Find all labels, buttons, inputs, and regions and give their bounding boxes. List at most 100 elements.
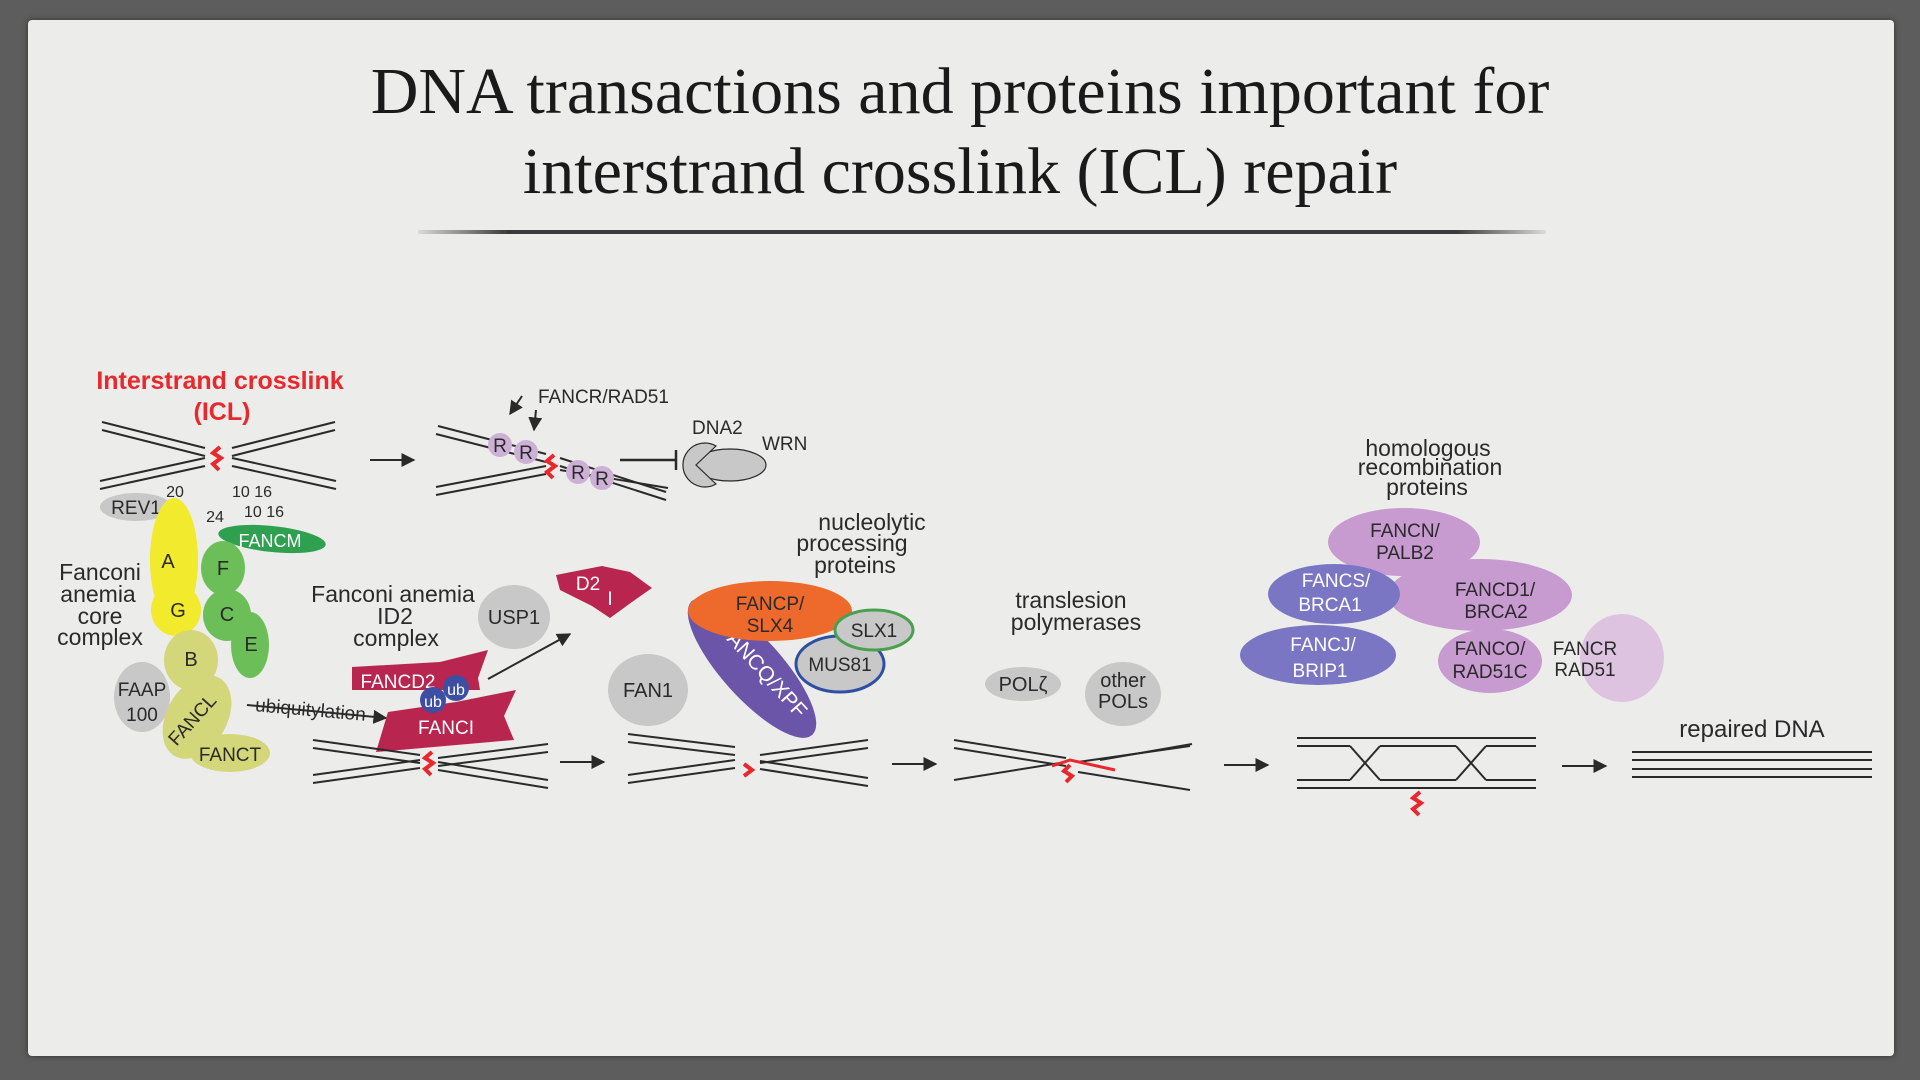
i-label: I: [607, 589, 612, 610]
fancs-line2: BRCA1: [1298, 595, 1361, 616]
polz-protein: [985, 667, 1061, 701]
fancf-protein: [201, 541, 245, 595]
fancr-line1: FANCR: [1553, 639, 1617, 660]
fa-core-label-3: core: [78, 603, 123, 629]
ubiquitylation-arrow: [246, 704, 388, 724]
rad51-r2-label: R: [519, 443, 533, 464]
free-id2-protein: [556, 566, 652, 618]
polz-label: POLζ: [999, 674, 1048, 696]
crosslink-icon: [1060, 763, 1076, 784]
icl-dna: [99, 421, 337, 490]
fancp-slx4-protein: [688, 581, 852, 641]
title-line-1: DNA transactions and proteins important …: [370, 55, 1550, 128]
repaired-dna: [1632, 751, 1872, 778]
fancd1-line1: FANCD1/: [1455, 580, 1536, 601]
fancd2-label: FANCD2: [361, 672, 436, 693]
tls-new-strand: [1051, 758, 1116, 772]
ub-label-2: ub: [424, 694, 442, 711]
fancb-protein: [164, 630, 218, 690]
id2-section: Fanconi anemia ID2 complex FANCD2 FANCI …: [311, 566, 652, 789]
ub-fanci: [420, 687, 446, 713]
icl-label-line1: Interstrand crosslink: [96, 367, 343, 395]
fancd1-line2: BRCA2: [1464, 602, 1527, 623]
icl-section: Interstrand crosslink (ICL): [96, 367, 416, 490]
nucleolytic-label-3: proteins: [814, 552, 896, 578]
fan1-protein: [608, 654, 688, 726]
hr-label-1: homologous: [1365, 435, 1490, 461]
fance-protein: [231, 612, 269, 678]
id2-label-1: Fanconi anemia: [311, 581, 475, 607]
other-pols-protein: [1085, 662, 1161, 726]
dna2-protein: [682, 442, 717, 488]
fancs-line1: FANCS/: [1302, 571, 1371, 592]
crosslink-icon: [543, 453, 559, 480]
rad51-r3-label: R: [571, 463, 585, 484]
rad51-r3: [566, 460, 590, 484]
fa-core-complex: REV1 20 24 10 16 10 16 FANCM A F G C E B…: [57, 484, 388, 772]
d2-label: D2: [576, 574, 600, 595]
title-underline: [418, 230, 1546, 234]
step1-fork: R R R R FANCR/RAD51 DNA2 WRN: [435, 387, 807, 501]
fancd1-brca2-protein: [1388, 559, 1572, 631]
ubiquitylation-label: ubiquitylation: [254, 695, 366, 726]
faap-label-line2: 100: [126, 705, 158, 726]
mhf-label-a: 10 16: [232, 484, 272, 501]
tls-label-2: polymerases: [1011, 609, 1141, 635]
crosslink-icon: [209, 445, 225, 472]
rad51-r4-label: R: [595, 469, 609, 490]
nucleolytic-label-1: nucleolytic: [818, 509, 925, 535]
fancg-label: G: [170, 600, 186, 622]
hr-section: homologous recombination proteins FANCN/…: [1240, 435, 1664, 817]
rad51-r2: [514, 440, 538, 464]
fancn-line1: FANCN/: [1370, 521, 1440, 542]
wrn-label: WRN: [762, 434, 807, 455]
repaired-section: repaired DNA: [1632, 716, 1872, 778]
fanci-protein: [376, 690, 516, 752]
dna2-label: DNA2: [692, 418, 743, 439]
fanci-label: FANCI: [418, 718, 474, 739]
icl-label-line2: (ICL): [194, 398, 251, 426]
rad51-r1: [488, 433, 512, 457]
ub-label-1: ub: [447, 682, 465, 699]
fa-core-label-4: complex: [57, 624, 143, 650]
slx1-protein: [833, 608, 915, 652]
usp1-protein: [478, 585, 550, 649]
fancp-label-line2: SLX4: [747, 616, 794, 637]
fancj-line1: FANCJ/: [1290, 635, 1356, 656]
slx1-label: SLX1: [851, 621, 897, 642]
usp1-label: USP1: [488, 607, 540, 629]
faap20-label: 20: [166, 484, 184, 501]
rad51-r4: [590, 466, 614, 490]
rad51-arrow-2: [528, 409, 543, 432]
fancf-label: F: [217, 558, 229, 580]
fanco-line1: FANCO/: [1455, 639, 1526, 660]
rad51-r1-label: R: [493, 436, 507, 457]
faap-label-line1: FAAP: [118, 680, 167, 701]
deubiquitylation-arrow: [487, 633, 572, 680]
fancr-line2: RAD51: [1554, 660, 1615, 681]
fan1-label: FAN1: [623, 680, 673, 702]
page-title: DNA transactions and proteins important …: [0, 52, 1920, 212]
other-pols-line1: other: [1100, 670, 1146, 692]
fanct-protein: [190, 734, 270, 772]
crosslink-icon: [421, 750, 437, 777]
other-pols-line2: POLs: [1098, 691, 1148, 713]
tls-label-1: translesion: [1015, 587, 1126, 613]
tls-section: translesion polymerases POLζ other POLs: [953, 587, 1270, 791]
crosslink-icon: [742, 762, 756, 778]
fancs-brca1-protein: [1268, 564, 1400, 624]
fanct-label: FANCT: [199, 745, 262, 766]
fancj-line2: BRIP1: [1293, 661, 1348, 682]
id2-label-2: ID2: [377, 603, 413, 629]
faap24-label: 24: [206, 509, 224, 526]
fancp-label-line1: FANCP/: [736, 594, 805, 615]
fancm-label: FANCM: [239, 531, 302, 551]
faap100-protein: [114, 662, 170, 732]
fancg-protein: [151, 584, 201, 636]
mus81-label: MUS81: [808, 655, 871, 676]
hr-label-2: recombination: [1358, 454, 1502, 480]
rev1-label: REV1: [111, 498, 161, 519]
nucleolytic-label-2: processing: [796, 530, 907, 556]
title-line-2: interstrand crosslink (ICL) repair: [522, 135, 1398, 208]
